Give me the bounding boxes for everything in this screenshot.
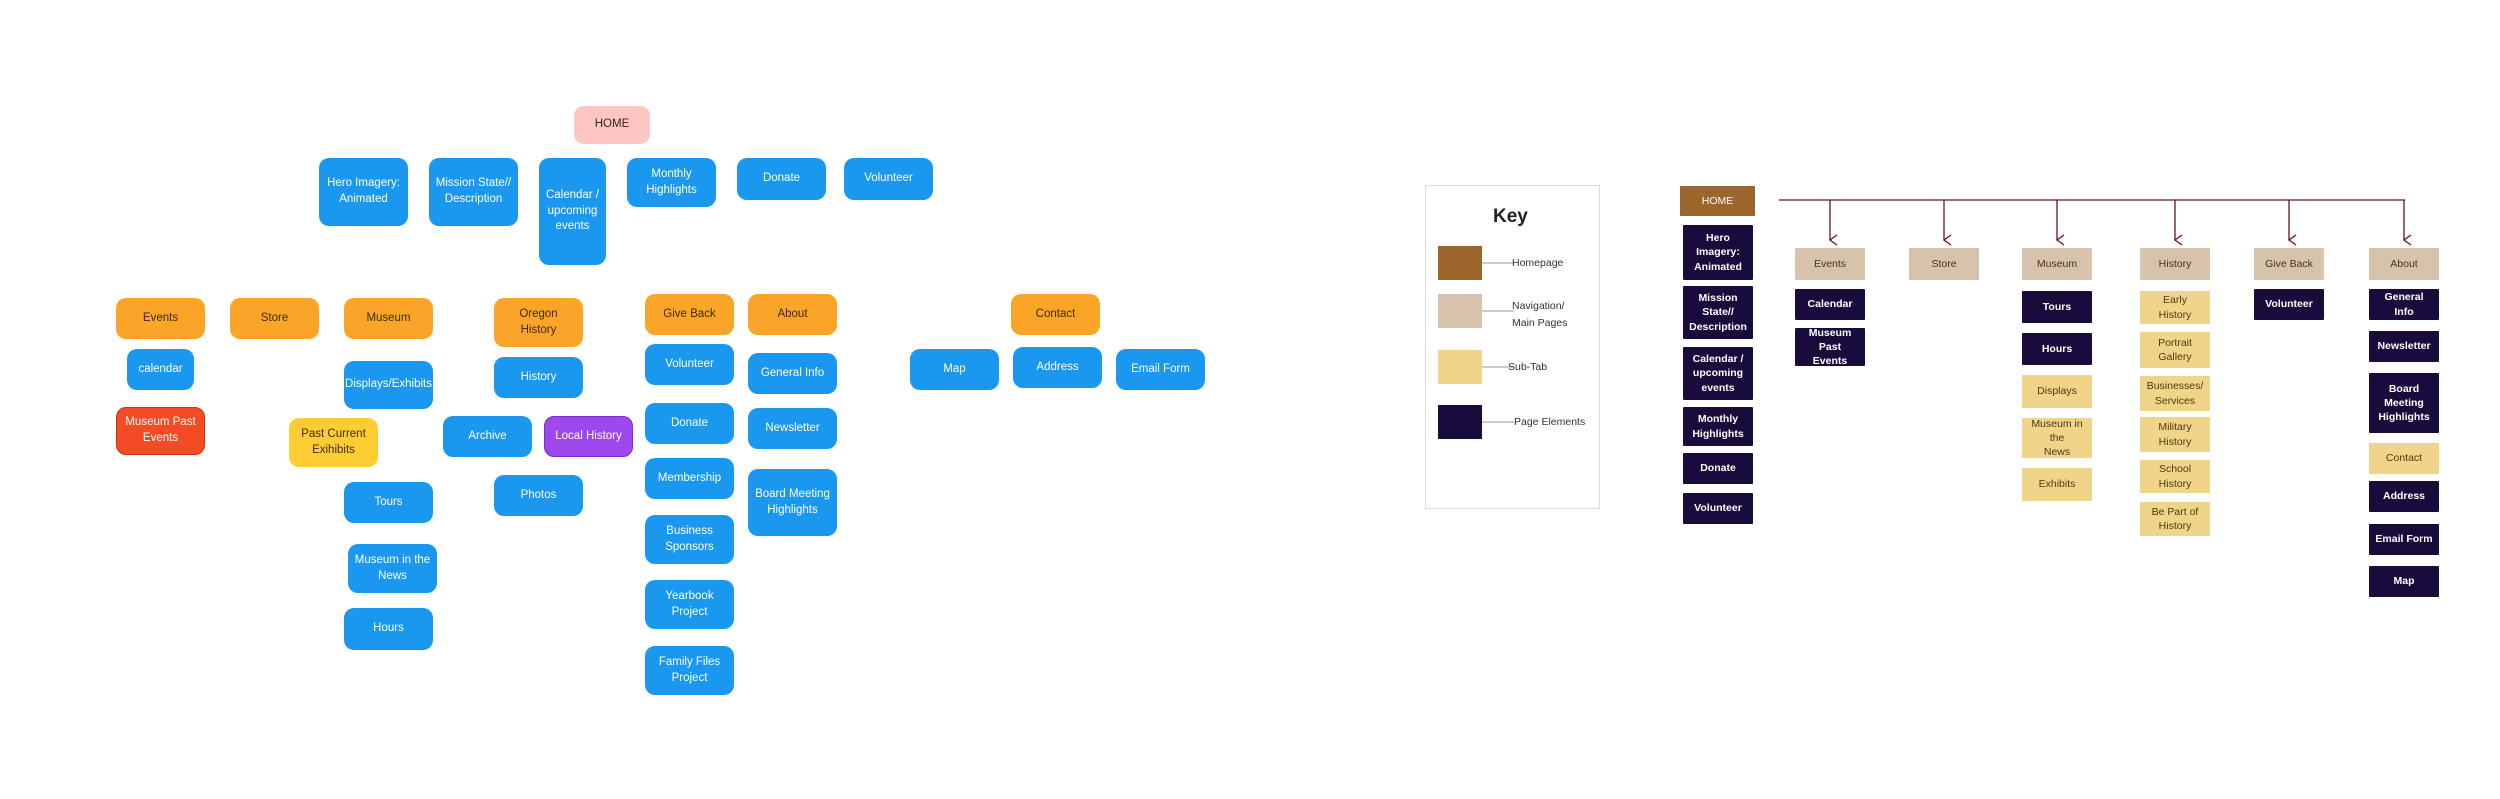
key-line-subtab (1482, 366, 1514, 368)
sitemap-donate-node[interactable]: Donate (1683, 453, 1753, 484)
sitemap-about-contact[interactable]: Contact (2369, 443, 2439, 474)
mindmap-map-node[interactable]: Map (910, 349, 999, 390)
sitemap-monthly-node[interactable]: Monthly Highlights (1683, 407, 1753, 446)
sitemap-volunteer-node[interactable]: Volunteer (1683, 493, 1753, 524)
mindmap-past-events-node[interactable]: Museum Past Events (116, 407, 205, 455)
mindmap-displays-node[interactable]: Displays/Exhibits (344, 361, 433, 409)
sitemap-museum-news[interactable]: Museum in the News (2022, 418, 2092, 458)
sitemap-about-email-form[interactable]: Email Form (2369, 524, 2439, 555)
mindmap-gb-volunteer-node[interactable]: Volunteer (645, 344, 734, 385)
sitemap-history-school[interactable]: School History (2140, 460, 2210, 493)
mindmap-contact-node[interactable]: Contact (1011, 294, 1100, 335)
sitemap-history-portrait[interactable]: Portrait Gallery (2140, 332, 2210, 368)
mindmap-give-back-node[interactable]: Give Back (645, 294, 734, 335)
sitemap-about-board-meeting[interactable]: Board Meeting Highlights (2369, 373, 2439, 433)
mindmap-calendar-node[interactable]: Calendar / upcoming events (539, 158, 606, 265)
key-label-navigation: Navigation/ Main Pages (1512, 300, 1568, 329)
sitemap-about-map[interactable]: Map (2369, 566, 2439, 597)
sitemap-events-past[interactable]: Museum Past Events (1795, 327, 1865, 367)
mindmap-newsletter-node[interactable]: Newsletter (748, 408, 837, 449)
key-label-subtab: Sub-Tab (1508, 361, 1548, 373)
sitemap-history-nav[interactable]: History (2140, 248, 2210, 280)
mindmap-monthly-node[interactable]: Monthly Highlights (627, 158, 716, 207)
mindmap-oregon-history-node[interactable]: Oregon History (494, 298, 583, 347)
mindmap-archive-node[interactable]: Archive (443, 416, 532, 457)
key-line-navigation (1482, 310, 1514, 312)
mindmap-events-node[interactable]: Events (116, 298, 205, 339)
sitemap-calendar-node[interactable]: Calendar / upcoming events (1683, 347, 1753, 400)
sitemap-museum-displays[interactable]: Displays (2022, 375, 2092, 408)
sitemap-museum-nav[interactable]: Museum (2022, 248, 2092, 280)
sitemap-history-businesses[interactable]: Businesses/ Services (2140, 376, 2210, 411)
mindmap-store-node[interactable]: Store (230, 298, 319, 339)
mindmap-general-info-node[interactable]: General Info (748, 353, 837, 394)
sitemap-events-nav[interactable]: Events (1795, 248, 1865, 280)
sitemap-giveback-volunteer[interactable]: Volunteer (2254, 289, 2324, 320)
mindmap-address-node[interactable]: Address (1013, 347, 1102, 388)
mindmap-donate-node[interactable]: Donate (737, 158, 826, 200)
mindmap-photos-node[interactable]: Photos (494, 475, 583, 516)
key-title: Key (1493, 206, 1528, 227)
key-line-page-elements (1482, 421, 1514, 423)
sitemap-events-calendar[interactable]: Calendar (1795, 289, 1865, 320)
key-panel (1425, 185, 1600, 509)
mindmap-tours-node[interactable]: Tours (344, 482, 433, 523)
sitemap-museum-hours[interactable]: Hours (2022, 333, 2092, 365)
sitemap-history-be-part[interactable]: Be Part of History (2140, 502, 2210, 536)
mindmap-hours-node[interactable]: Hours (344, 608, 433, 650)
sitemap-give-back-nav[interactable]: Give Back (2254, 248, 2324, 280)
key-line-homepage (1482, 262, 1514, 264)
mindmap-past-current-node[interactable]: Past Current Exihibits (289, 418, 378, 467)
mindmap-mission-node[interactable]: Mission State// Description (429, 158, 518, 226)
key-label-homepage: Homepage (1512, 257, 1564, 269)
sitemap-hero-node[interactable]: Hero Imagery: Animated (1683, 225, 1753, 280)
key-swatch-homepage (1438, 246, 1482, 280)
sitemap-about-general-info[interactable]: General Info (2369, 289, 2439, 320)
key-swatch-navigation (1438, 294, 1482, 328)
mindmap-news-node[interactable]: Museum in the News (348, 544, 437, 593)
sitemap-about-address[interactable]: Address (2369, 481, 2439, 512)
mindmap-yearbook-node[interactable]: Yearbook Project (645, 580, 734, 629)
key-swatch-subtab (1438, 350, 1482, 384)
mindmap-calendar-sub-node[interactable]: calendar (127, 349, 194, 390)
sitemap-history-early[interactable]: Early History (2140, 291, 2210, 324)
mindmap-email-form-node[interactable]: Email Form (1116, 349, 1205, 390)
mindmap-family-files-node[interactable]: Family Files Project (645, 646, 734, 695)
mindmap-museum-node[interactable]: Museum (344, 298, 433, 339)
sitemap-history-military[interactable]: Military History (2140, 417, 2210, 452)
mindmap-volunteer-node[interactable]: Volunteer (844, 158, 933, 200)
mindmap-hero-node[interactable]: Hero Imagery: Animated (319, 158, 408, 226)
sitemap-home-node[interactable]: HOME (1680, 186, 1755, 216)
mindmap-gb-donate-node[interactable]: Donate (645, 403, 734, 444)
key-label-page-elements: Page Elements (1514, 416, 1586, 428)
sitemap-museum-exhibits[interactable]: Exhibits (2022, 468, 2092, 501)
mindmap-membership-node[interactable]: Membership (645, 458, 734, 499)
sitemap-store-nav[interactable]: Store (1909, 248, 1979, 280)
sitemap-about-nav[interactable]: About (2369, 248, 2439, 280)
mindmap-local-history-node[interactable]: Local History (544, 416, 633, 457)
key-swatch-page-elements (1438, 405, 1482, 439)
mindmap-home-node[interactable]: HOME (574, 106, 650, 144)
mindmap-board-meeting-node[interactable]: Board Meeting Highlights (748, 469, 837, 536)
mindmap-business-node[interactable]: Business Sponsors (645, 515, 734, 564)
sitemap-mission-node[interactable]: Mission State// Description (1683, 286, 1753, 339)
mindmap-history-node[interactable]: History (494, 357, 583, 398)
mindmap-about-node[interactable]: About (748, 294, 837, 335)
sitemap-museum-tours[interactable]: Tours (2022, 291, 2092, 323)
sitemap-about-newsletter[interactable]: Newsletter (2369, 331, 2439, 362)
